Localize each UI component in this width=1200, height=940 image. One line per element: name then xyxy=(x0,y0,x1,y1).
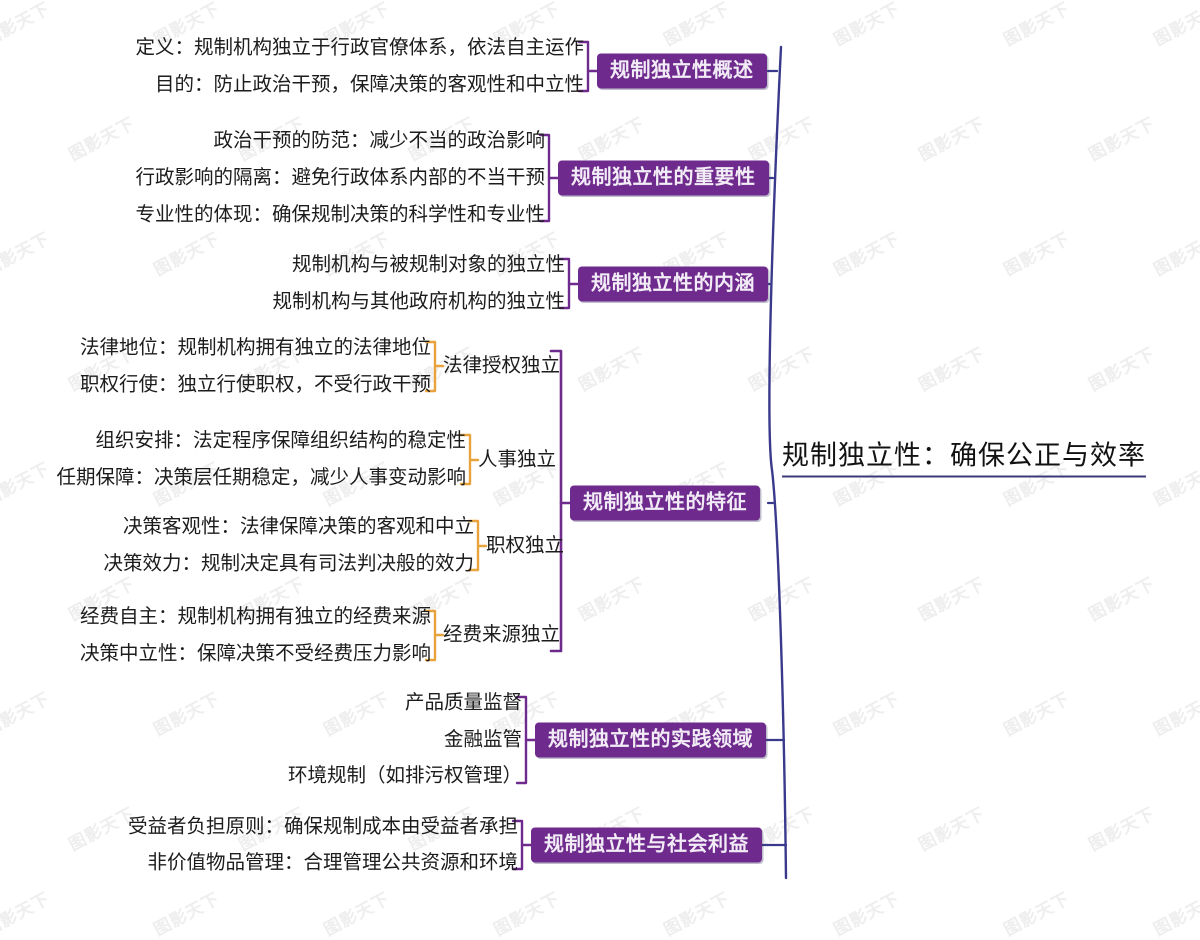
watermark-text: 图影天下 xyxy=(150,688,224,740)
subgroup-label-3-3[interactable]: 经费来源独立 xyxy=(443,623,561,646)
watermark-text: 图影天下 xyxy=(1085,113,1159,165)
watermark-text: 图影天下 xyxy=(0,228,54,280)
leaf-4-2[interactable]: 环境规制（如排污权管理） xyxy=(287,764,522,787)
leaf-3-1-1[interactable]: 任期保障：决策层任期稳定，减少人事变动影响 xyxy=(56,466,466,489)
leaf-3-2-1[interactable]: 决策效力：规制决定具有司法判决般的效力 xyxy=(103,552,474,575)
leaf-2-0[interactable]: 规制机构与被规制对象的独立性 xyxy=(291,253,565,276)
leaf-3-0-1[interactable]: 职权行使：独立行使职权，不受行政干预 xyxy=(79,373,431,396)
watermark-text: 图影天下 xyxy=(1000,888,1074,940)
leaf-1-1[interactable]: 行政影响的隔离：避免行政体系内部的不当干预 xyxy=(135,166,545,189)
leaf-3-3-1[interactable]: 决策中立性：保障决策不受经费压力影响 xyxy=(79,642,431,665)
branch-node-3[interactable]: 规制独立性的特征 xyxy=(570,485,760,521)
branch-node-2[interactable]: 规制独立性的内涵 xyxy=(578,266,768,302)
watermark-text: 图影天下 xyxy=(830,888,904,940)
watermark-text: 图影天下 xyxy=(660,0,734,50)
watermark-text: 图影天下 xyxy=(745,343,819,395)
leaf-3-3-0[interactable]: 经费自主：规制机构拥有独立的经费来源 xyxy=(79,605,431,628)
watermark-text: 图影天下 xyxy=(915,113,989,165)
branch-node-0[interactable]: 规制独立性概述 xyxy=(597,53,767,89)
watermark-text: 图影天下 xyxy=(1085,803,1159,855)
watermark-text: 图影天下 xyxy=(1085,343,1159,395)
subgroup-label-3-0[interactable]: 法律授权独立 xyxy=(443,354,561,377)
watermark-text: 图影天下 xyxy=(1150,458,1200,510)
watermark-text: 图影天下 xyxy=(150,888,224,940)
watermark-text: 图影天下 xyxy=(0,0,54,50)
watermark-text: 图影天下 xyxy=(1000,688,1074,740)
watermark-text: 图影天下 xyxy=(1000,228,1074,280)
branch-node-1[interactable]: 规制独立性的重要性 xyxy=(558,160,769,196)
subgroup-label-3-2[interactable]: 职权独立 xyxy=(486,534,565,557)
watermark-text: 图影天下 xyxy=(1000,0,1074,50)
leaf-3-2-0[interactable]: 决策客观性：法律保障决策的客观和中立 xyxy=(122,515,474,538)
watermark-text: 图影天下 xyxy=(915,573,989,625)
branch-node-5[interactable]: 规制独立性与社会利益 xyxy=(531,827,762,863)
watermark-text: 图影天下 xyxy=(660,888,734,940)
leaf-4-0[interactable]: 产品质量监督 xyxy=(404,691,522,714)
leaf-0-0[interactable]: 定义：规制机构独立于行政官僚体系，依法自主运作 xyxy=(135,36,584,59)
watermark-text: 图影天下 xyxy=(320,688,394,740)
watermark-text: 图影天下 xyxy=(0,688,54,740)
leaf-3-0-0[interactable]: 法律地位：规制机构拥有独立的法律地位 xyxy=(79,336,431,359)
watermark-text: 图影天下 xyxy=(575,573,649,625)
leaf-0-1[interactable]: 目的：防止政治干预，保障决策的客观性和中立性 xyxy=(154,73,584,96)
leaf-5-1[interactable]: 非价值物品管理：合理管理公共资源和环境 xyxy=(147,851,518,874)
watermark-text: 图影天下 xyxy=(575,113,649,165)
watermark-text: 图影天下 xyxy=(1150,0,1200,50)
subgroup-label-3-1[interactable]: 人事独立 xyxy=(478,448,557,471)
leaf-5-0[interactable]: 受益者负担原则：确保规制成本由受益者承担 xyxy=(127,815,518,838)
watermark-text: 图影天下 xyxy=(320,888,394,940)
watermark-text: 图影天下 xyxy=(915,343,989,395)
watermark-text: 图影天下 xyxy=(0,888,54,940)
watermark-text: 图影天下 xyxy=(0,458,54,510)
leaf-1-2[interactable]: 专业性的体现：确保规制决策的科学性和专业性 xyxy=(135,203,545,226)
watermark-text: 图影天下 xyxy=(830,0,904,50)
watermark-text: 图影天下 xyxy=(830,228,904,280)
leaf-2-1[interactable]: 规制机构与其他政府机构的独立性 xyxy=(272,290,565,313)
root-node[interactable]: 规制独立性：确保公正与效率 xyxy=(782,442,1146,478)
watermark-text: 图影天下 xyxy=(745,113,819,165)
connector-path xyxy=(549,349,563,653)
branch-node-4[interactable]: 规制独立性的实践领域 xyxy=(535,722,766,758)
watermark-text: 图影天下 xyxy=(1150,888,1200,940)
watermark-text: 图影天下 xyxy=(1150,688,1200,740)
watermark-text: 图影天下 xyxy=(1150,228,1200,280)
leaf-3-1-0[interactable]: 组织安排：法定程序保障组织结构的稳定性 xyxy=(95,429,466,452)
watermark-text: 图影天下 xyxy=(830,688,904,740)
watermark-text: 图影天下 xyxy=(745,573,819,625)
watermark-text: 图影天下 xyxy=(575,343,649,395)
watermark-text: 图影天下 xyxy=(65,113,139,165)
leaf-1-0[interactable]: 政治干预的防范：减少不当的政治影响 xyxy=(213,129,545,152)
watermark-text: 图影天下 xyxy=(915,803,989,855)
watermark-text: 图影天下 xyxy=(150,228,224,280)
watermark-text: 图影天下 xyxy=(490,888,564,940)
watermark-text: 图影天下 xyxy=(1085,573,1159,625)
leaf-4-1[interactable]: 金融监管 xyxy=(443,728,522,751)
